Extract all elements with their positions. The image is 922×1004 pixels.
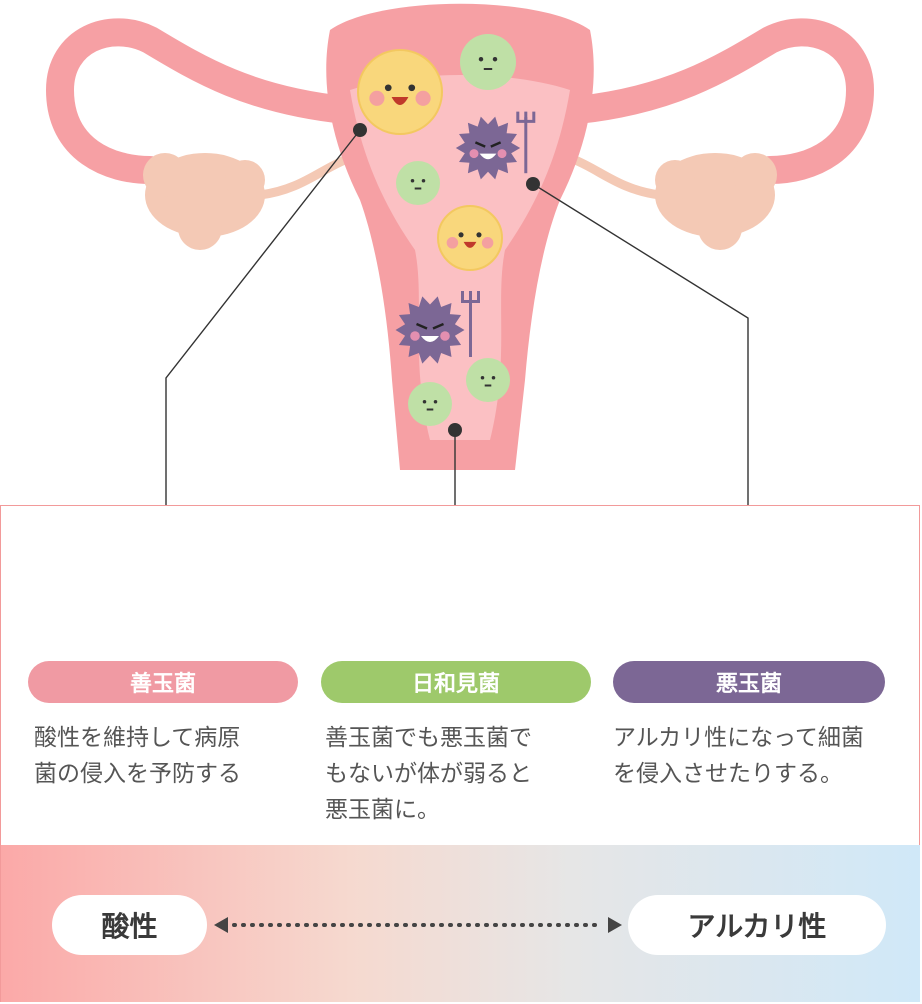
opportunistic-bacteria-label: 日和見菌 xyxy=(321,661,591,703)
right-fallopian-tube xyxy=(578,32,860,170)
left-fallopian-tube xyxy=(60,32,345,170)
good-bacteria-icon xyxy=(358,50,442,134)
bad-bacteria-description: アルカリ性になって細菌 を侵入させたりする。 xyxy=(613,720,898,792)
opportunistic-bacteria-icon xyxy=(466,358,510,402)
bad-bacteria-label: 悪玉菌 xyxy=(613,661,885,703)
right-ovary xyxy=(655,153,777,250)
good-bacteria-icon xyxy=(438,206,502,270)
opportunistic-bacteria-icon xyxy=(460,34,516,90)
opportunistic-bacteria-icon xyxy=(396,161,440,205)
good-bacteria-description: 酸性を維持して病原 菌の侵入を予防する xyxy=(34,720,304,792)
ph-double-arrow xyxy=(212,912,624,938)
opportunistic-bacteria-description: 善玉菌でも悪玉菌で もないが体が弱ると 悪玉菌に。 xyxy=(325,720,595,828)
alkaline-label: アルカリ性 xyxy=(628,895,886,955)
opportunistic-bacteria-icon xyxy=(408,382,452,426)
good-bacteria-label: 善玉菌 xyxy=(28,661,298,703)
left-ovary xyxy=(143,153,265,250)
acidic-label: 酸性 xyxy=(52,895,207,955)
